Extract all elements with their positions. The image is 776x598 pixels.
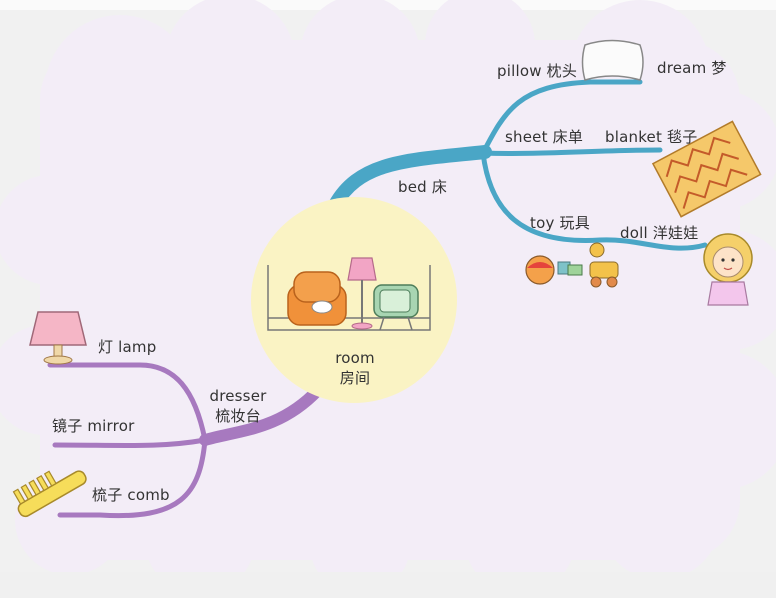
label-doll: doll 洋娃娃 bbox=[620, 224, 699, 242]
toys-icon bbox=[525, 242, 619, 288]
center-label-zh: 房间 bbox=[339, 369, 371, 387]
label-comb: 梳子 comb bbox=[92, 486, 170, 504]
label-toy: toy 玩具 bbox=[530, 214, 590, 232]
label-bed: bed 床 bbox=[398, 178, 448, 196]
label-dresser-zh: 梳妆台 bbox=[215, 407, 261, 425]
center-label-en: room bbox=[335, 349, 375, 367]
center-circle bbox=[251, 197, 457, 403]
label-dresser-en: dresser bbox=[209, 387, 267, 405]
tv-icon bbox=[373, 284, 419, 331]
blanket-icon bbox=[651, 120, 762, 218]
label-pillow: pillow 枕头 bbox=[497, 62, 578, 80]
table-lamp-icon bbox=[29, 311, 87, 365]
bottom-band bbox=[0, 572, 776, 598]
label-lamp: 灯 lamp bbox=[98, 338, 157, 356]
center-label: room 房间 bbox=[325, 348, 385, 388]
label-dresser: dresser 梳妆台 bbox=[205, 386, 271, 426]
label-dream: dream 梦 bbox=[657, 59, 727, 77]
comb-icon bbox=[12, 470, 87, 518]
label-sheet: sheet 床单 bbox=[505, 128, 584, 146]
floor-lamp-icon bbox=[347, 257, 377, 330]
armchair-icon bbox=[287, 271, 347, 326]
label-mirror: 镜子 mirror bbox=[52, 417, 135, 435]
doll-icon bbox=[703, 233, 753, 306]
room-illustration bbox=[267, 257, 431, 331]
bed-branch bbox=[328, 79, 708, 251]
pillow-icon bbox=[581, 39, 644, 81]
label-blanket: blanket 毯子 bbox=[605, 128, 698, 146]
dresser-branch bbox=[47, 362, 324, 519]
